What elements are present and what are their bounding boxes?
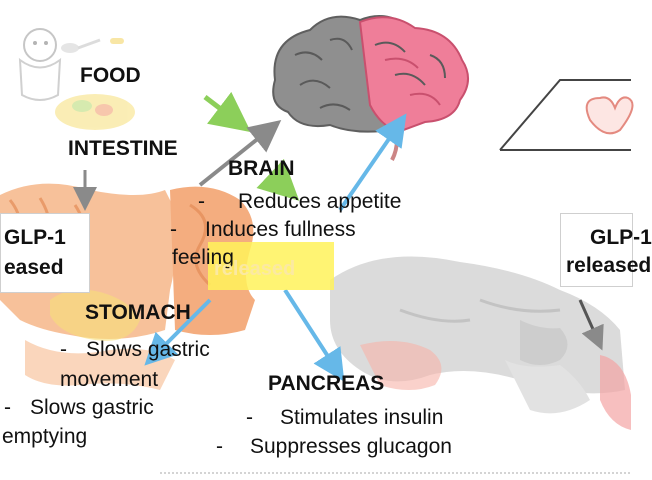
food-bowl-icon	[18, 28, 135, 130]
stomach-dash-2: -	[4, 396, 11, 419]
intestine-label: INTESTINE	[68, 137, 178, 160]
glp1-left-box	[0, 213, 90, 293]
stomach-effect-movement-cont: movement	[60, 368, 159, 391]
arrow-food-to-intestine	[203, 91, 251, 133]
pancreas-effect-glucagon: Suppresses glucagon	[250, 435, 452, 458]
stomach-effect-movement: Slows gastric	[86, 338, 210, 361]
glp1-center-released: released	[214, 258, 296, 280]
arrow-glp1-to-stomach	[144, 298, 212, 366]
pancreas-dash-2: -	[216, 435, 223, 458]
stomach-effect-emptying-cont: emptying	[2, 425, 88, 448]
spoon-icon	[61, 38, 101, 53]
pancreas-label: PANCREAS	[268, 372, 385, 395]
arrow-glp1-to-pancreas	[283, 288, 345, 382]
stomach-label: STOMACH	[85, 301, 191, 324]
pancreas-dash-1: -	[246, 406, 253, 429]
brain-effect-appetite: Reduces appetite	[238, 190, 402, 213]
glp1-diagram: FOOD INTESTINE BRAIN - Reduces appetite …	[0, 15, 652, 474]
arrow-to-brain	[198, 120, 282, 187]
glp1-right-box	[560, 213, 633, 287]
brain-label: BRAIN	[228, 157, 295, 180]
brain-icon	[272, 15, 469, 161]
diagram-art	[0, 15, 634, 430]
stomach-dash-1: -	[60, 338, 67, 361]
glp1-left-released: eased	[4, 256, 64, 279]
brain-effect-fullness: Induces fullness	[205, 218, 356, 241]
pancreas-effect-insulin: Stimulates insulin	[280, 406, 444, 429]
brain-effect-fullness-cont: feeling	[172, 246, 234, 269]
food-label: FOOD	[80, 64, 141, 87]
glp1-left-title: GLP-1	[4, 226, 66, 249]
arrow-right-down	[578, 299, 604, 351]
glp1-center-box	[208, 242, 334, 290]
organ-edge-icon	[600, 355, 631, 430]
stomach-effect-emptying: Slows gastric	[30, 396, 154, 419]
heart-icon	[585, 96, 634, 135]
glp1-right-title: GLP-1	[590, 226, 652, 249]
frame-line	[499, 79, 631, 151]
brain-dash-1: -	[198, 190, 205, 213]
arrow-glp1-to-brain	[338, 113, 407, 212]
glp1-right-released: released	[566, 254, 652, 277]
brain-dash-2: -	[170, 218, 177, 241]
bottom-divider	[160, 472, 630, 474]
arrow-intestine-down	[256, 158, 300, 201]
stomach-icon	[50, 289, 140, 341]
intestine-lower-icon	[360, 341, 442, 390]
